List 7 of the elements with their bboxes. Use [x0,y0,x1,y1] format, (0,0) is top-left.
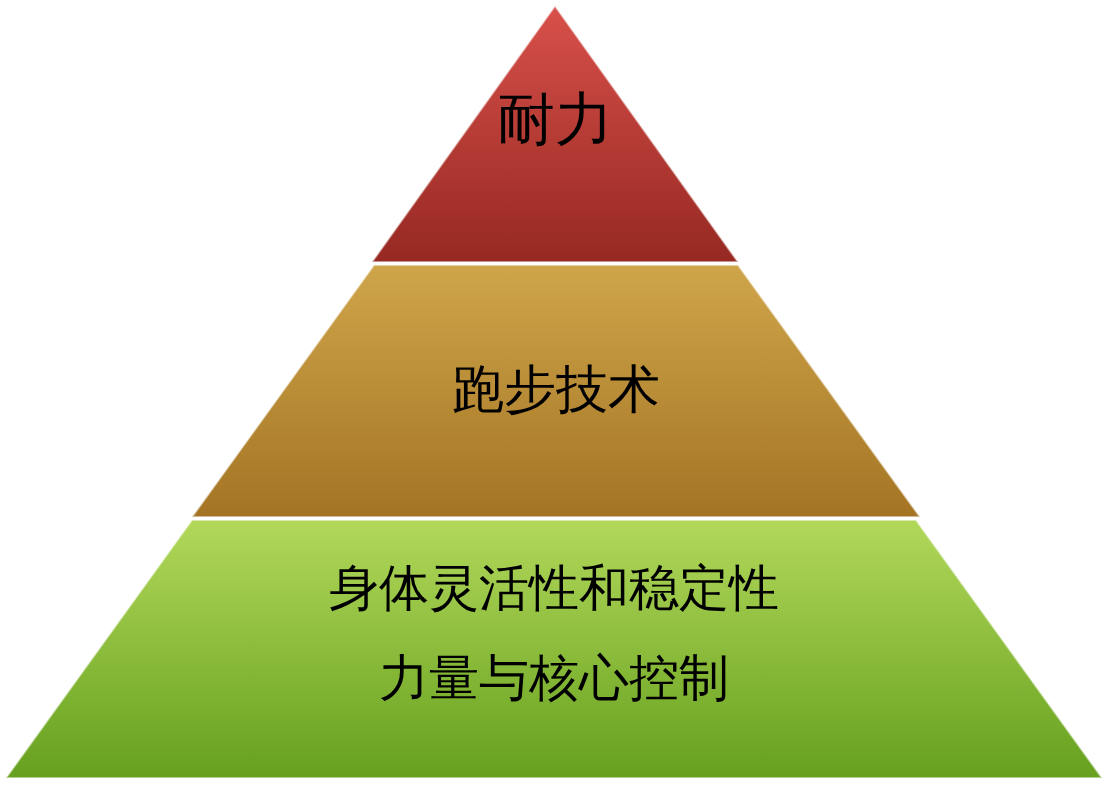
tier-label: 耐力 [497,84,613,154]
tier-label: 力量与核心控制 [379,648,729,709]
pyramid-tier [372,6,738,262]
tier-label: 跑步技术 [452,358,660,421]
pyramid-tier [192,265,920,517]
pyramid-tier [6,520,1102,778]
tier-label: 身体灵活性和稳定性 [329,558,779,619]
